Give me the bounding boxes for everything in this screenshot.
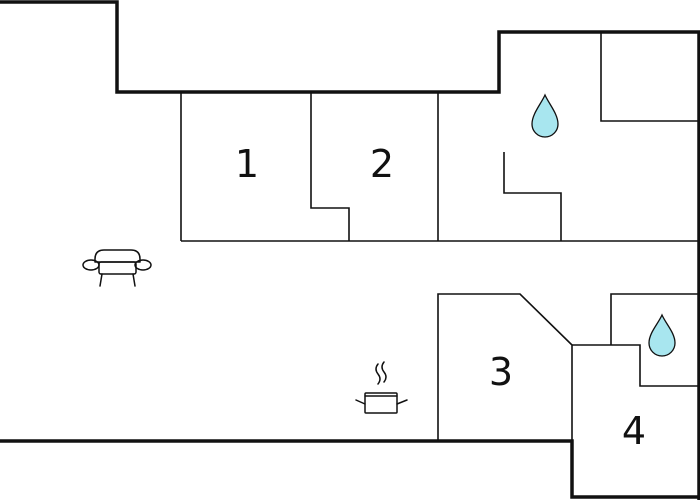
room-label-4: 4: [622, 409, 646, 453]
room-label-1: 1: [235, 142, 259, 186]
wall-bedroom4-top: [572, 344, 699, 387]
outer-wall-bottom: [0, 439, 699, 499]
room-label-3: 3: [489, 350, 513, 394]
room-label-2: 2: [370, 142, 394, 186]
wall-bath-partition: [503, 152, 562, 241]
water-drop-icon: [531, 93, 559, 138]
cooking-pot-icon: [355, 361, 408, 414]
wall-bedroom1-2: [310, 92, 350, 241]
wall-bath-closet: [600, 32, 699, 122]
sofa-icon: [82, 249, 152, 287]
interior-walls: [180, 32, 699, 441]
wall-bath-right: [610, 293, 699, 345]
water-drop-icon: [648, 313, 676, 357]
wall-bedroom3: [437, 293, 573, 441]
